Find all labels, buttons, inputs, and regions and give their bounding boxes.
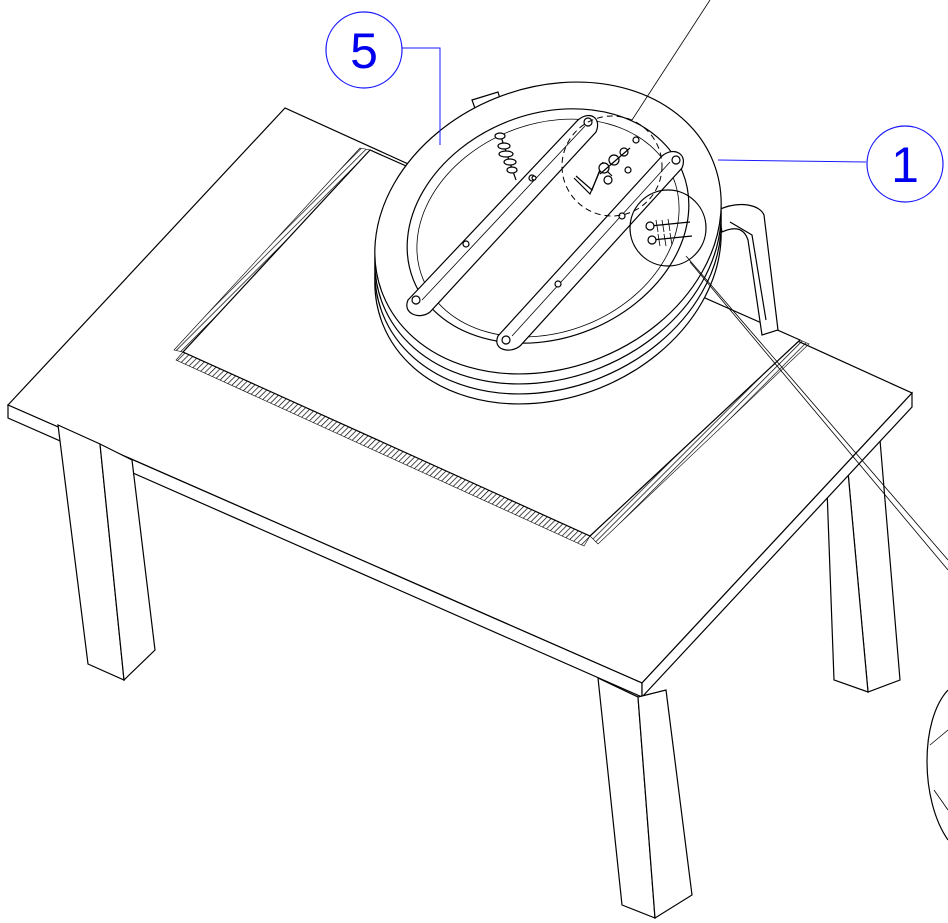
detail-leaders — [631, 0, 948, 571]
detail-circle-screws — [629, 189, 707, 267]
base-unit — [374, 81, 779, 405]
table-leg-front-left — [57, 424, 156, 682]
cross-bar-right — [496, 151, 684, 351]
callout-5-label: 5 — [350, 23, 378, 79]
detail-circle-hardware — [561, 115, 663, 217]
protective-mat — [173, 147, 810, 547]
hole — [531, 175, 537, 181]
callout-1-label: 1 — [891, 137, 919, 193]
enlarged-detail-circle — [926, 689, 948, 841]
table-leg-front-right — [597, 676, 693, 920]
bolt-stack — [494, 132, 518, 181]
callout-5: 5 — [325, 11, 441, 145]
cross-bar-left — [406, 115, 599, 317]
callout-1: 1 — [717, 125, 944, 203]
